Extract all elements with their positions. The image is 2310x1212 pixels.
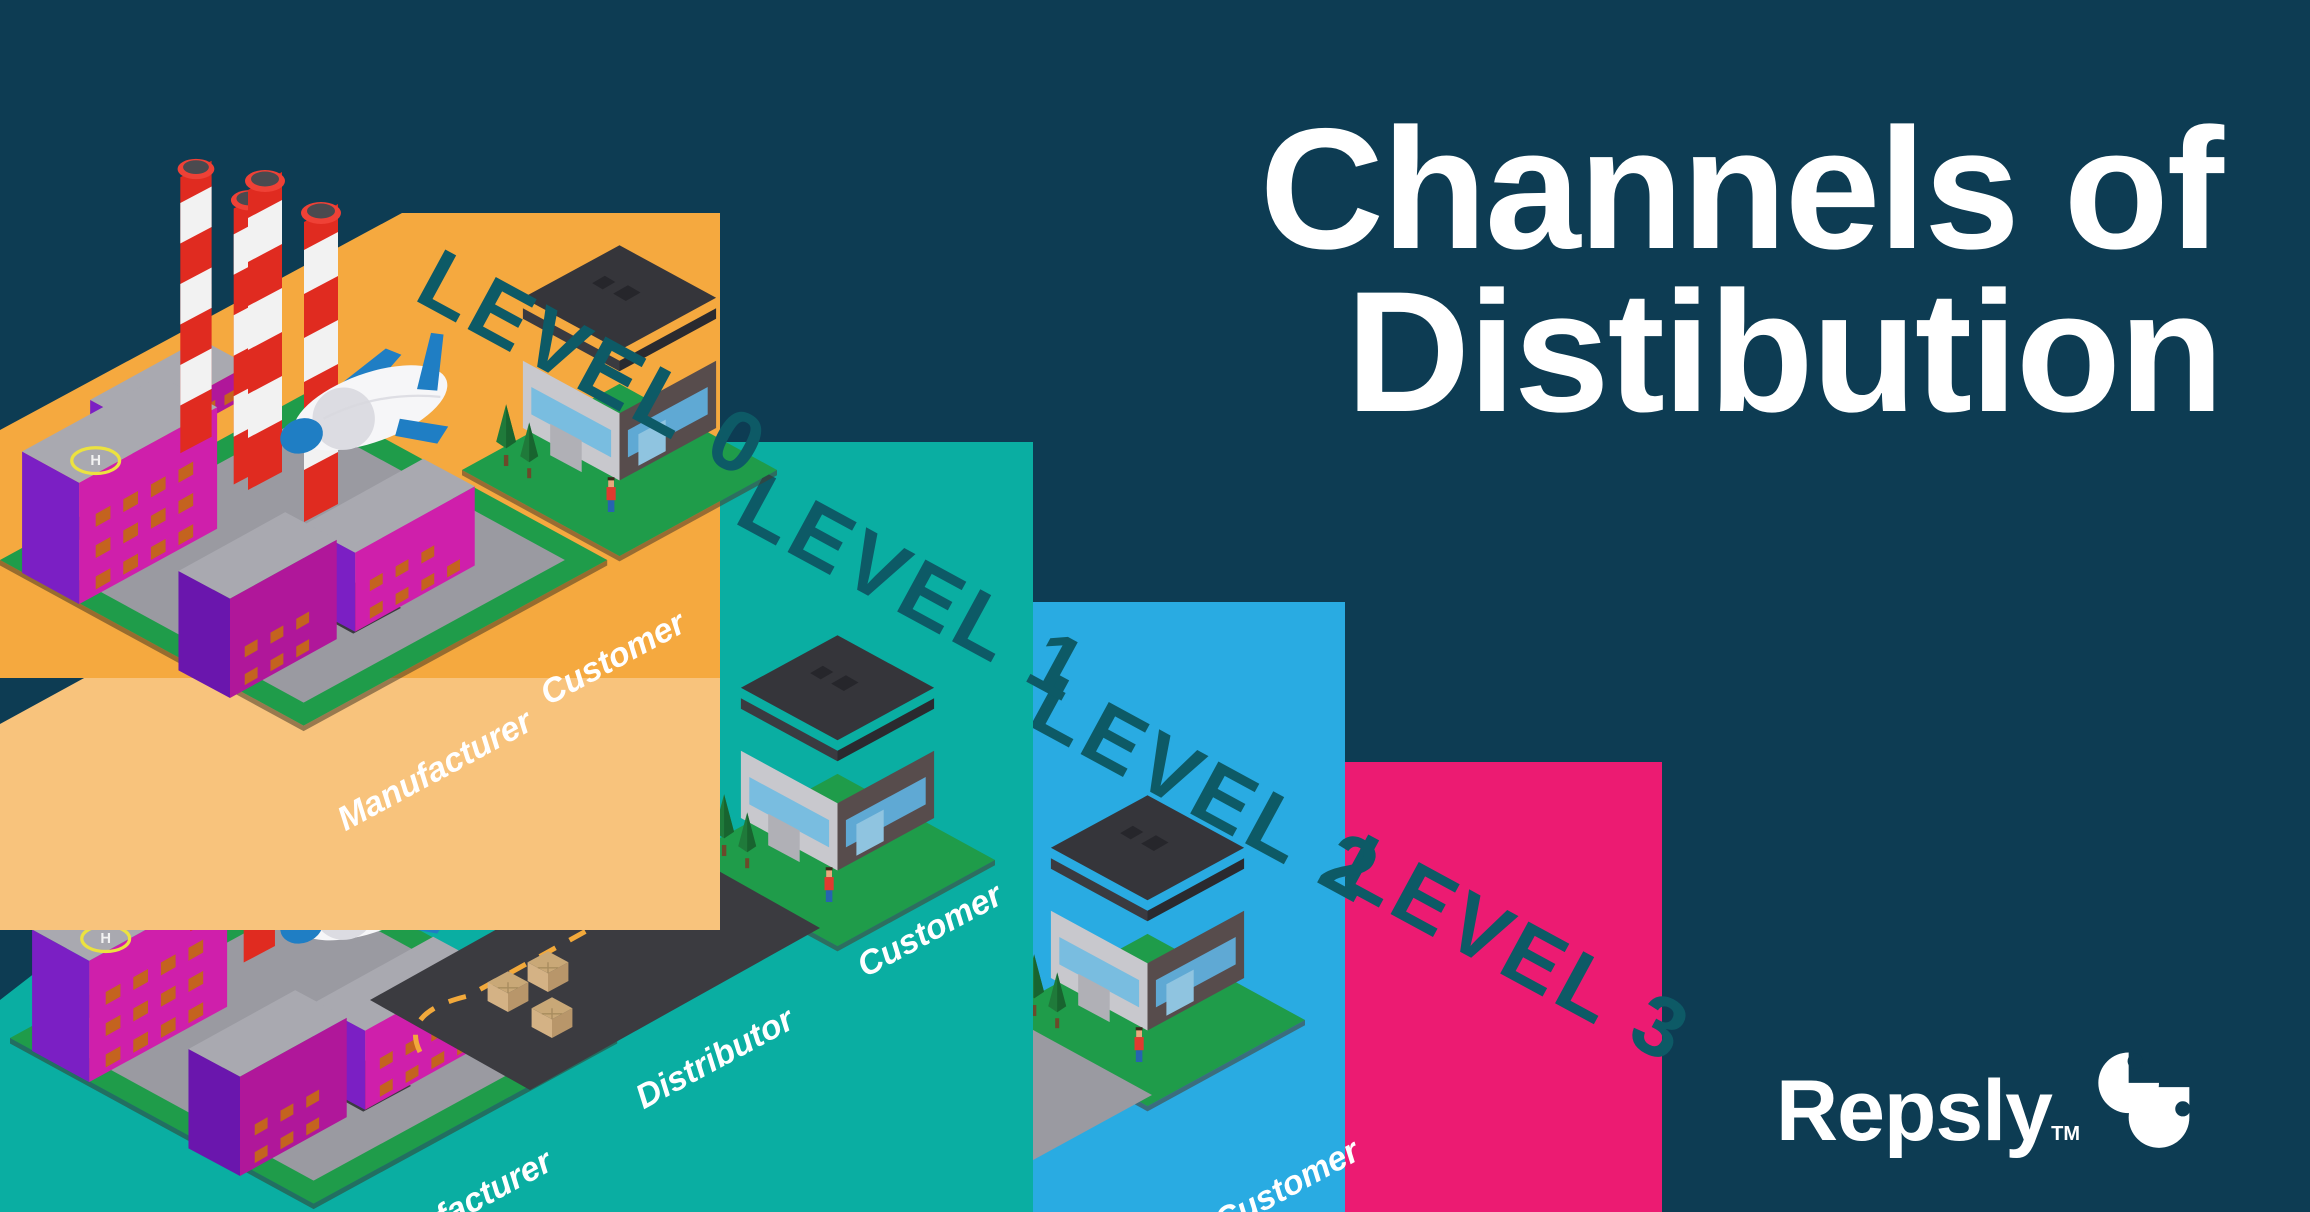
trademark-symbol: TM [2051,1123,2080,1145]
brand-name: Repsly [1775,1063,2053,1159]
page-title-line-2: Distibution [1345,256,2224,449]
brand-wordmark: Repsly TM [1776,1068,2080,1154]
repsly-infinity-icon [2098,1052,2191,1148]
page-title-line-1: Channels of [1259,93,2224,285]
brand-lockup: Repsly TM [1776,1020,2224,1154]
page-title: Channels of Distibution [1260,103,2224,449]
